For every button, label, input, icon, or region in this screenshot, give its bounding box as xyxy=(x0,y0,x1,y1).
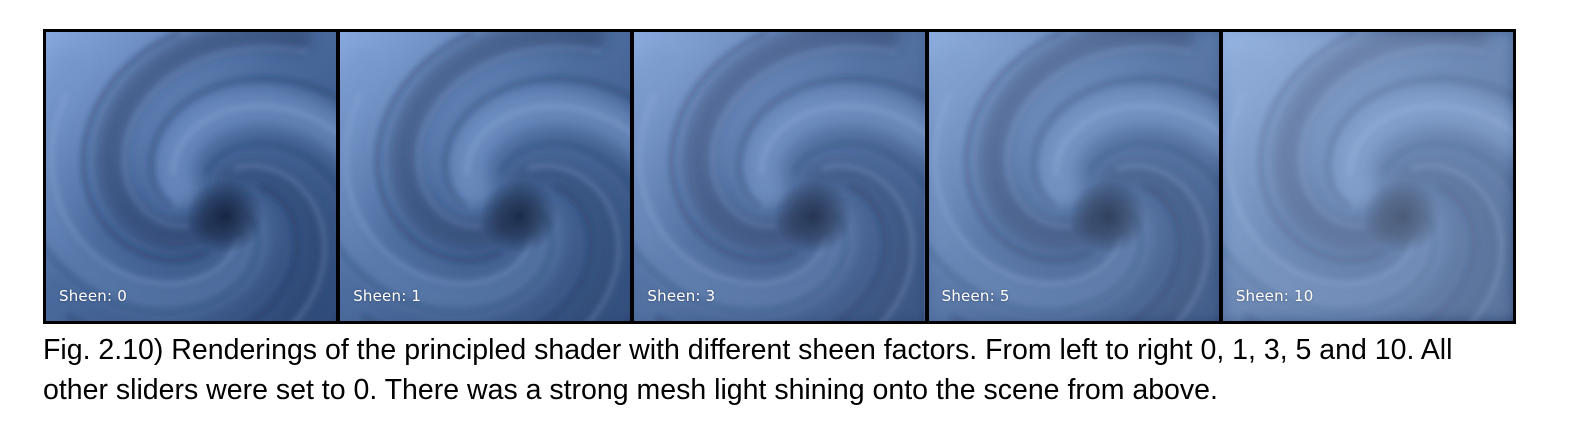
figure-caption: Fig. 2.10) Renderings of the principled … xyxy=(43,334,1453,406)
render-panel-sheen-3: Sheen: 3 xyxy=(634,32,925,321)
panel-label: Sheen: 0 xyxy=(59,287,127,305)
panel-label: Sheen: 5 xyxy=(941,287,1010,305)
swirl-render-image xyxy=(1222,32,1514,321)
swirl-render-image xyxy=(46,32,337,321)
render-panel-sheen-5: Sheen: 5 xyxy=(928,32,1219,321)
render-panel-sheen-1: Sheen: 1 xyxy=(340,32,631,321)
swirl-render-image xyxy=(928,32,1219,321)
panel-label: Sheen: 10 xyxy=(1235,287,1314,305)
render-panel-sheen-0: Sheen: 0 xyxy=(46,32,337,321)
panel-label: Sheen: 3 xyxy=(647,287,716,305)
swirl-render-image xyxy=(340,32,631,321)
swirl-render-image xyxy=(634,32,925,321)
figure-image-strip: Sheen: 0 Sheen: 1 Sheen: 3 Sheen: 5 Shee… xyxy=(43,29,1516,324)
panel-label: Sheen: 1 xyxy=(353,287,422,305)
render-panel-sheen-10: Sheen: 10 xyxy=(1222,32,1514,321)
